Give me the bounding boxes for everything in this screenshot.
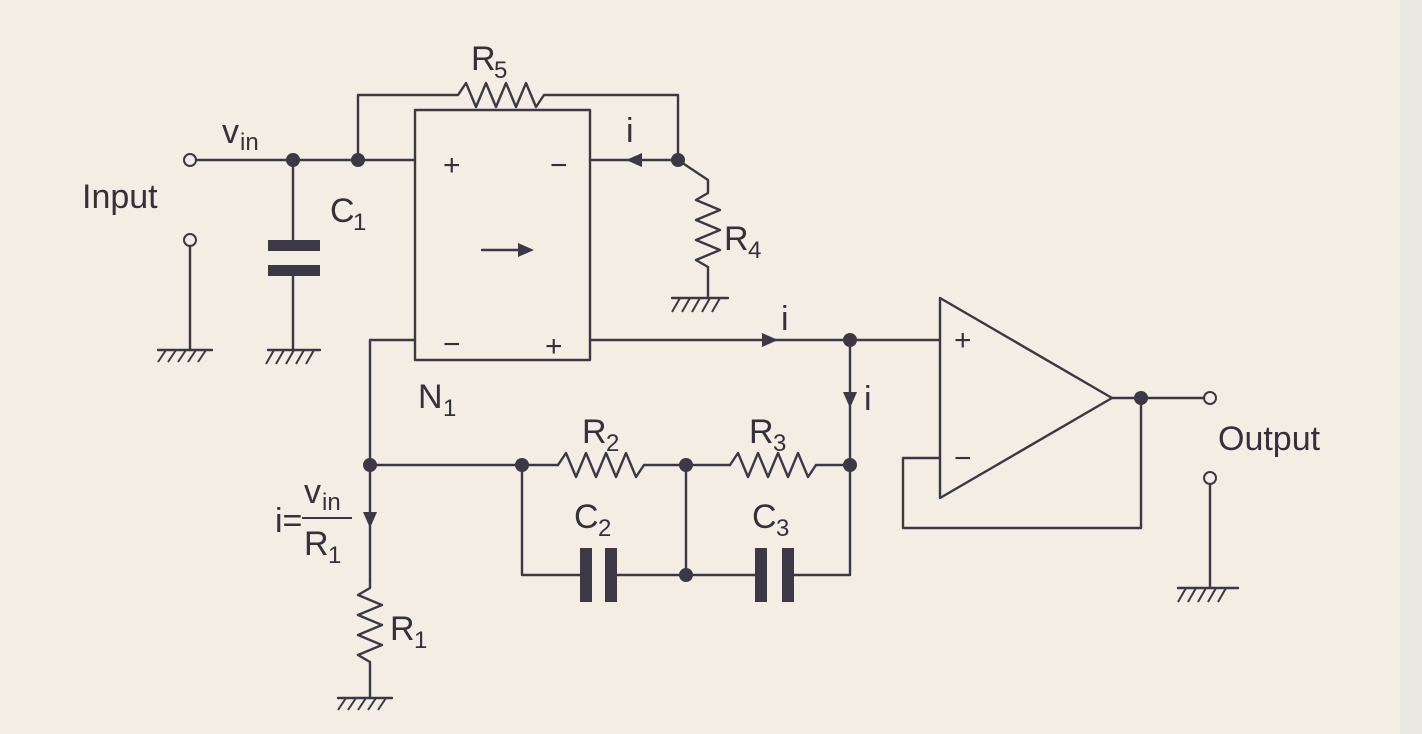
svg-text:1: 1 [443, 395, 456, 422]
label-r5: R 5 [471, 40, 507, 84]
svg-text:in: in [240, 129, 259, 156]
label-c1: C 1 [330, 192, 366, 236]
current-arrow-mid [762, 333, 778, 347]
resistor-r4 [676, 158, 722, 300]
svg-text:3: 3 [773, 430, 786, 457]
opamp-plus-sign: + [954, 324, 972, 357]
svg-text:in: in [322, 489, 341, 516]
current-label-right: i [864, 380, 872, 418]
svg-text:v: v [222, 113, 239, 151]
svg-text:3: 3 [776, 515, 789, 542]
input-terminal-top [183, 153, 197, 167]
label-r1: R 1 [390, 610, 427, 654]
buffer-opamp [938, 296, 1114, 500]
current-label-top: i [626, 112, 634, 150]
label-r4: R 4 [724, 220, 761, 264]
label-c2: C 2 [574, 498, 611, 542]
svg-text:1: 1 [353, 209, 366, 236]
svg-text:N: N [418, 378, 443, 416]
opamp-minus-sign: − [954, 442, 972, 475]
output-label: Output [1218, 420, 1321, 458]
ground-r4 [670, 296, 730, 313]
n1-top-minus: − [550, 149, 568, 182]
n1-lower-minus-wire [368, 338, 417, 467]
input-terminals [183, 153, 197, 352]
svg-text:R: R [390, 610, 415, 648]
ground-input [156, 348, 214, 363]
output-terminal-bottom [1203, 471, 1217, 485]
svg-text:C: C [574, 498, 599, 536]
ground-c1 [265, 348, 322, 365]
output-terminal-top [1203, 391, 1217, 405]
svg-text:4: 4 [748, 237, 761, 264]
svg-text:R: R [582, 413, 607, 451]
resistor-r2 [556, 451, 732, 479]
svg-text:R: R [471, 40, 496, 78]
resistor-r1 [356, 578, 384, 700]
svg-text:R: R [749, 413, 774, 451]
svg-text:R: R [304, 525, 329, 563]
resistor-r5 [356, 81, 680, 162]
ground-output [1176, 586, 1240, 603]
svg-text:C: C [330, 192, 355, 230]
svg-text:2: 2 [598, 515, 611, 542]
svg-text:i=: i= [275, 502, 302, 540]
label-r3: R 3 [749, 413, 786, 457]
output-terminals [1203, 391, 1217, 590]
svg-text:1: 1 [328, 542, 341, 569]
current-arrow-down-right [843, 392, 857, 408]
vin-label: v in [222, 113, 259, 156]
n1-bottom-plus: + [545, 330, 563, 363]
svg-text:R: R [724, 220, 749, 258]
svg-text:v: v [304, 473, 321, 511]
block-n1-arrow-head [518, 243, 534, 257]
current-label-mid: i [781, 300, 789, 338]
svg-text:2: 2 [606, 430, 619, 457]
block-n1-frame [413, 108, 592, 362]
c3-right-wire [792, 463, 852, 577]
input-terminal-bottom [183, 233, 197, 247]
n1-top-plus: + [443, 149, 461, 182]
label-c3: C 3 [752, 498, 789, 542]
ground-r1 [336, 696, 394, 711]
svg-text:1: 1 [414, 627, 427, 654]
n1-bottom-minus: − [443, 328, 461, 361]
block-n1 [413, 108, 592, 362]
svg-text:5: 5 [494, 57, 507, 84]
current-equation: i= v in R 1 [275, 473, 352, 569]
c2-left-wire [520, 463, 582, 577]
feedback-loop-wire [901, 396, 1143, 530]
resistor-r3 [728, 451, 852, 479]
capacitor-c1 [268, 158, 320, 352]
svg-text:C: C [752, 498, 777, 536]
current-arrow-top [626, 153, 642, 167]
label-r2: R 2 [582, 413, 619, 457]
capacitor-c3 [755, 548, 794, 602]
input-label: Input [82, 178, 158, 216]
current-arrow-r1 [363, 512, 377, 528]
junction-c2-c3 [679, 568, 693, 582]
capacitor-c2 [580, 548, 617, 602]
opamp-triangle [938, 296, 1114, 500]
label-n1: N 1 [418, 378, 456, 422]
